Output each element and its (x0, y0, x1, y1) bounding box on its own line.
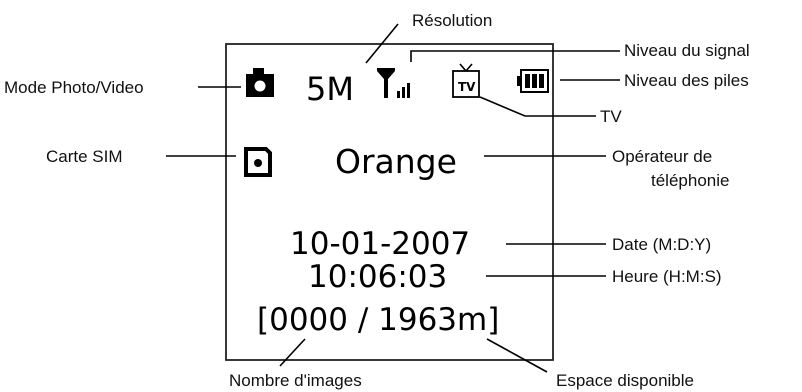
display-frame (225, 43, 554, 361)
leader-signal (410, 50, 620, 62)
display-resolution: 5M (306, 70, 354, 108)
display-counter: [0000 / 1963m] (257, 302, 499, 338)
label-signal: Niveau du signal (624, 41, 750, 60)
leader-space (486, 338, 548, 373)
label-operator-line2: téléphonie (651, 171, 729, 190)
leader-tv (479, 96, 596, 117)
tv-icon-text: TV (458, 80, 476, 94)
label-tv: TV (600, 107, 622, 126)
display-time: 10:06:03 (308, 259, 447, 295)
sim-card-icon (244, 147, 272, 177)
label-resolution: Résolution (412, 11, 492, 30)
leader-resolution (365, 23, 399, 64)
battery-icon (517, 69, 549, 93)
label-time: Heure (H:M:S) (612, 267, 722, 286)
label-images: Nombre d'images (229, 371, 362, 390)
signal-strength-icon (377, 68, 410, 98)
label-mode: Mode Photo/Video (4, 78, 144, 97)
tv-icon: TV (452, 63, 480, 98)
label-space: Espace disponible (556, 371, 694, 390)
label-operator-line1: Opérateur de (612, 147, 712, 166)
label-battery: Niveau des piles (624, 71, 749, 90)
label-sim: Carte SIM (46, 147, 123, 166)
display-operator: Orange (335, 142, 457, 181)
camera-icon (246, 68, 274, 97)
leader-images (279, 338, 306, 367)
display-date: 10-01-2007 (290, 226, 470, 262)
label-date: Date (M:D:Y) (612, 235, 711, 254)
